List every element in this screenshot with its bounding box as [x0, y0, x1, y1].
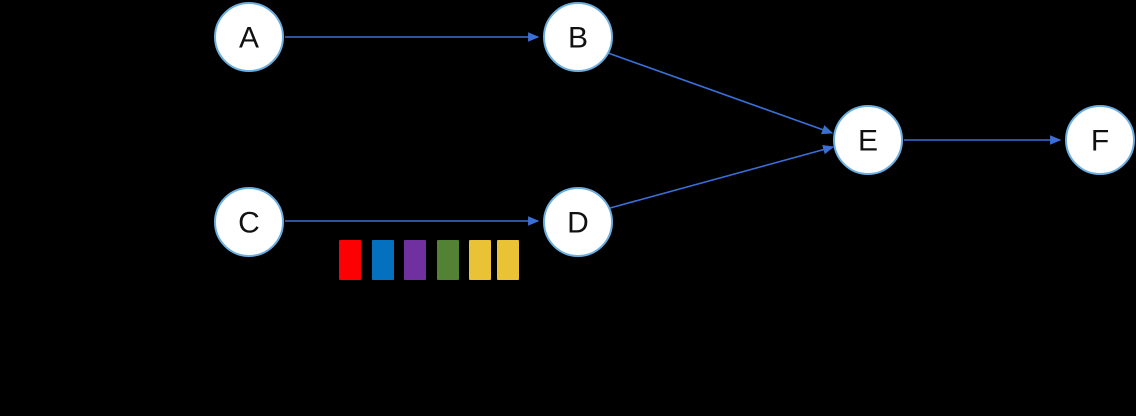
node-b-label: B: [568, 22, 588, 55]
node-c[interactable]: C: [214, 187, 284, 257]
node-c-circle[interactable]: [214, 187, 284, 257]
node-a-label: A: [239, 22, 259, 55]
node-b-circle[interactable]: [543, 2, 613, 72]
node-d[interactable]: D: [543, 187, 613, 257]
node-f[interactable]: F: [1065, 105, 1135, 175]
node-a[interactable]: A: [214, 2, 284, 72]
node-a-circle[interactable]: [214, 2, 284, 72]
bar-yellow-2: [497, 240, 519, 280]
node-f-circle[interactable]: [1065, 105, 1135, 175]
node-e-circle[interactable]: [833, 105, 903, 175]
node-group: A B C D E F: [214, 2, 1135, 257]
node-f-label: F: [1091, 125, 1109, 158]
bar-red: [339, 240, 361, 280]
bar-yellow-1: [469, 240, 491, 280]
node-d-label: D: [567, 207, 589, 240]
edge-b-to-e[interactable]: [607, 52, 834, 135]
node-d-circle[interactable]: [543, 187, 613, 257]
edge-group: [285, 32, 1062, 226]
bar-purple: [404, 240, 426, 280]
edge-d-to-e[interactable]: [609, 144, 835, 209]
node-e-label: E: [858, 125, 878, 158]
bar-blue: [372, 240, 394, 280]
node-e[interactable]: E: [833, 105, 903, 175]
node-b[interactable]: B: [543, 2, 613, 72]
node-c-label: C: [238, 207, 260, 240]
bar-green: [437, 240, 459, 280]
